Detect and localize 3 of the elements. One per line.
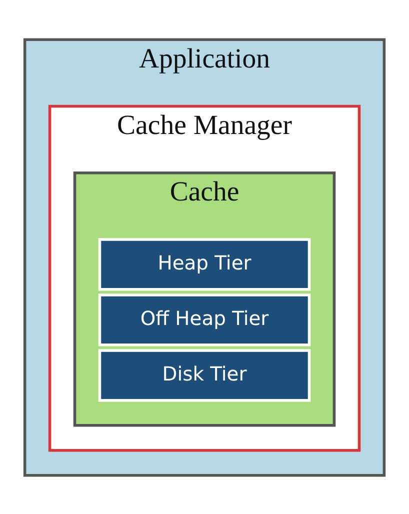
node-box: Heap Tier [98,238,311,290]
node-box: Off Heap Tier [98,293,311,346]
node-box: Disk Tier [98,348,311,402]
